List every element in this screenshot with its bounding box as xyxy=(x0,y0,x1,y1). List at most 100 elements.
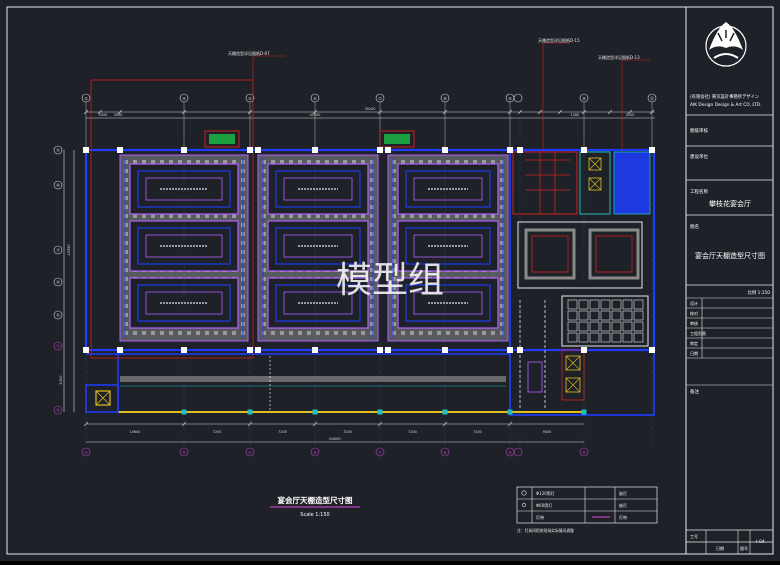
ceiling-tile-dot xyxy=(500,205,504,209)
bottom-dimension-label: 7200 xyxy=(473,430,482,434)
ceiling-tile-dot xyxy=(298,160,302,164)
ceiling-tile-dot xyxy=(370,295,374,299)
ceiling-tile-dot xyxy=(124,232,128,236)
ceiling-tile-dot xyxy=(370,241,374,245)
ceiling-tile-dot xyxy=(124,214,128,218)
tile xyxy=(589,299,600,310)
ceiling-tile-dot xyxy=(370,214,374,218)
legend-spec-1: Φ120筒灯 xyxy=(536,490,555,496)
column xyxy=(517,347,523,353)
ceiling-tile-dot xyxy=(500,178,504,182)
ceiling-tile-dot xyxy=(232,214,236,218)
ceiling-tile-dot xyxy=(352,214,356,218)
ceiling-tile-dot xyxy=(334,331,338,335)
ceiling-tile-dot xyxy=(455,160,459,164)
dimension-tick xyxy=(247,421,253,427)
project-label: 工程名称 xyxy=(690,188,708,195)
ceiling-tile-dot xyxy=(500,295,504,299)
ceiling-tile-dot xyxy=(262,169,266,173)
sign-row-label: 校对 xyxy=(690,310,698,316)
ceiling-tile-dot xyxy=(187,214,191,218)
ceiling-tile-dot xyxy=(370,223,374,227)
column xyxy=(581,147,587,153)
ceiling-tile-dot xyxy=(160,214,164,218)
grid-label-bottom: ⑨ xyxy=(508,450,512,455)
ceiling-tile-dot xyxy=(262,241,266,245)
ceiling-tile-dot xyxy=(455,214,459,218)
column xyxy=(442,147,448,153)
ceiling-tile-dot xyxy=(437,160,441,164)
grid-label-left: ⑥ xyxy=(56,280,60,285)
dimension-tick xyxy=(627,109,633,115)
ceiling-tile-dot xyxy=(410,160,414,164)
ceiling-tile-dot xyxy=(262,214,266,218)
grid-label-top: ⑨ xyxy=(508,96,512,101)
tile xyxy=(622,332,633,343)
job-no-label: 工号 xyxy=(690,533,698,539)
ceiling-tile-dot xyxy=(343,160,347,164)
sign-row-label: 设计 xyxy=(690,300,698,306)
column xyxy=(312,409,318,415)
column xyxy=(581,347,587,353)
ceiling-panel-core xyxy=(413,234,483,258)
ceiling-tile-dot xyxy=(500,331,504,335)
ceiling-tile-dot xyxy=(419,214,423,218)
ceiling-tile-dot xyxy=(500,277,504,281)
tile xyxy=(622,299,633,310)
top-dimension-label: 35200 xyxy=(365,107,376,111)
tile xyxy=(633,332,644,343)
ceiling-panel-core xyxy=(283,177,353,201)
ceiling-tile-dot xyxy=(401,214,405,218)
ceiling-tile-dot xyxy=(482,331,486,335)
ceiling-tile-dot xyxy=(392,277,396,281)
ceiling-tile-dot xyxy=(262,313,266,317)
column xyxy=(442,409,448,415)
tile xyxy=(589,332,600,343)
column xyxy=(247,347,253,353)
ceiling-tile-dot xyxy=(262,196,266,200)
column xyxy=(255,347,261,353)
grid-label-top: ⑧ xyxy=(443,96,447,101)
ceiling-tile-dot xyxy=(271,160,275,164)
grid-bubble-left xyxy=(53,277,63,287)
lighting-legend: Φ120筒灯 Φ60筒灯 灯带 嵌灯 嵌灯 灯带 注：灯具间距按现场实际情况调整 xyxy=(516,486,658,533)
sheet-border xyxy=(6,6,774,555)
sheet-name: 宴会厅天棚造型尺寸图 xyxy=(695,251,765,260)
drawing-scale: Scale 1:150 xyxy=(300,512,329,518)
drawing-title: 宴会厅天棚造型尺寸图 xyxy=(278,495,353,505)
ceiling-tile-dot xyxy=(392,205,396,209)
bottom-dimension-label: 7200 xyxy=(213,430,222,434)
ceiling-tile-dot xyxy=(133,214,137,218)
ceiling-tile-dot xyxy=(500,241,504,245)
ceiling-tile-dot xyxy=(392,187,396,191)
column xyxy=(507,147,513,153)
ceiling-tile-dot xyxy=(124,304,128,308)
tile xyxy=(600,310,611,321)
ceiling-panel-core xyxy=(413,177,483,201)
ceiling-tile-dot xyxy=(262,250,266,254)
column xyxy=(517,147,523,153)
ceiling-tile-dot xyxy=(133,160,137,164)
tile xyxy=(611,310,622,321)
ceiling-tile-dot xyxy=(151,160,155,164)
ceiling-tile-dot xyxy=(262,160,266,164)
column xyxy=(181,409,187,415)
ceiling-tile-dot xyxy=(473,331,477,335)
ceiling-tile-dot xyxy=(307,160,311,164)
grid-label-bottom: ⑤ xyxy=(248,450,252,455)
ceiling-tile-dot xyxy=(500,214,504,218)
ceiling-tile-dot xyxy=(262,331,266,335)
ceiling-tile-dot xyxy=(178,160,182,164)
ceiling-tile-dot xyxy=(214,214,218,218)
sheet-name-label: 图名 xyxy=(690,223,699,230)
dimension-tick xyxy=(181,421,187,427)
ceiling-tile-dot xyxy=(262,187,266,191)
ceiling-tile-dot xyxy=(178,331,182,335)
tile xyxy=(633,321,644,332)
ceiling-tile-dot xyxy=(160,331,164,335)
ceiling-tile-dot xyxy=(334,160,338,164)
